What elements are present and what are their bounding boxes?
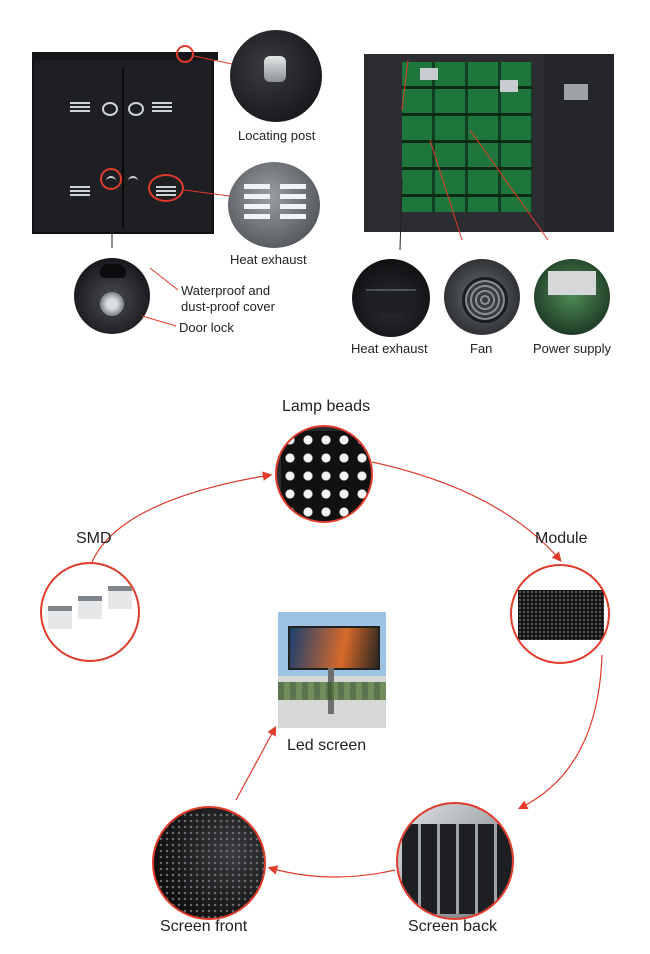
cabinet-stack xyxy=(402,824,512,914)
arrow-module-to-back xyxy=(517,654,603,810)
heat-exhaust-marker xyxy=(148,174,184,202)
screen-back-node xyxy=(396,802,514,920)
leader-line xyxy=(183,189,231,197)
vent-grille xyxy=(152,102,172,114)
vent-grille xyxy=(70,102,90,114)
door-seam xyxy=(122,68,124,228)
locating-post-marker xyxy=(176,45,194,63)
lamp-beads-node xyxy=(275,425,373,523)
latch-icon xyxy=(102,102,118,116)
latch-icon xyxy=(128,102,144,116)
door-panel-box xyxy=(564,84,588,100)
cabinet-frame-top xyxy=(32,52,218,60)
power-supply-zoom xyxy=(534,259,610,335)
module-panel xyxy=(518,590,604,640)
heat-exhaust-right-label: Heat exhaust xyxy=(351,341,428,356)
leader-line xyxy=(399,179,403,251)
screen-front-node xyxy=(152,806,266,920)
waterproof-cover-label: Waterproof and dust-proof cover xyxy=(181,283,275,314)
door-lock-label: Door lock xyxy=(179,320,234,335)
heat-exhaust-zoom-right xyxy=(352,259,430,337)
arrow-front-to-center xyxy=(235,725,277,801)
heat-exhaust-zoom xyxy=(228,162,320,248)
vent-grille xyxy=(70,186,90,198)
power-supply-label: Power supply xyxy=(533,341,612,356)
module-label: Module xyxy=(535,530,588,547)
billboard-screen xyxy=(288,626,380,670)
leader-line xyxy=(401,59,409,111)
fan-icon xyxy=(462,277,508,323)
smd-node xyxy=(40,562,140,662)
leader-line xyxy=(469,129,549,241)
exhaust-box xyxy=(366,289,416,313)
arrow-back-to-front xyxy=(267,865,396,878)
smd-label: SMD xyxy=(76,530,112,547)
power-supply-box xyxy=(420,68,438,80)
lamp-beads-grid xyxy=(281,431,371,521)
screen-front-label: Screen front xyxy=(160,918,248,935)
power-supply-unit xyxy=(548,271,596,295)
smd-chip xyxy=(108,586,132,609)
leader-line xyxy=(193,55,233,65)
lock-cylinder xyxy=(100,292,124,316)
locating-post-zoom xyxy=(230,30,322,122)
latch-icon xyxy=(128,176,138,184)
post-icon xyxy=(264,56,286,82)
fan-label: Fan xyxy=(470,341,493,356)
cabinet-door xyxy=(544,54,614,232)
trees xyxy=(278,682,386,700)
vent-slots xyxy=(280,184,306,224)
led-front-grid xyxy=(158,812,264,918)
lamp-beads-label: Lamp beads xyxy=(282,398,371,415)
smd-chip xyxy=(78,596,102,619)
leader-line xyxy=(429,139,463,241)
heat-exhaust-label: Heat exhaust xyxy=(230,252,307,267)
vent-slots xyxy=(244,184,270,224)
cabinet-front-photo xyxy=(32,52,218,234)
led-screen-photo xyxy=(278,612,386,728)
module-node xyxy=(510,564,610,664)
power-supply-box xyxy=(500,80,518,92)
door-lock-marker xyxy=(100,168,122,190)
leader-line xyxy=(141,315,177,327)
arrow-smd-to-lamp xyxy=(91,471,273,563)
arrow-lamp-to-module xyxy=(371,461,562,562)
fan-zoom xyxy=(444,259,520,335)
smd-chip xyxy=(48,606,72,629)
led-screen-label: Led screen xyxy=(287,737,367,754)
door-lock-zoom xyxy=(74,258,150,334)
cover-flap xyxy=(100,264,126,278)
screen-back-label: Screen back xyxy=(408,918,497,935)
locating-post-label: Locating post xyxy=(238,128,316,143)
leader-line xyxy=(149,267,179,291)
